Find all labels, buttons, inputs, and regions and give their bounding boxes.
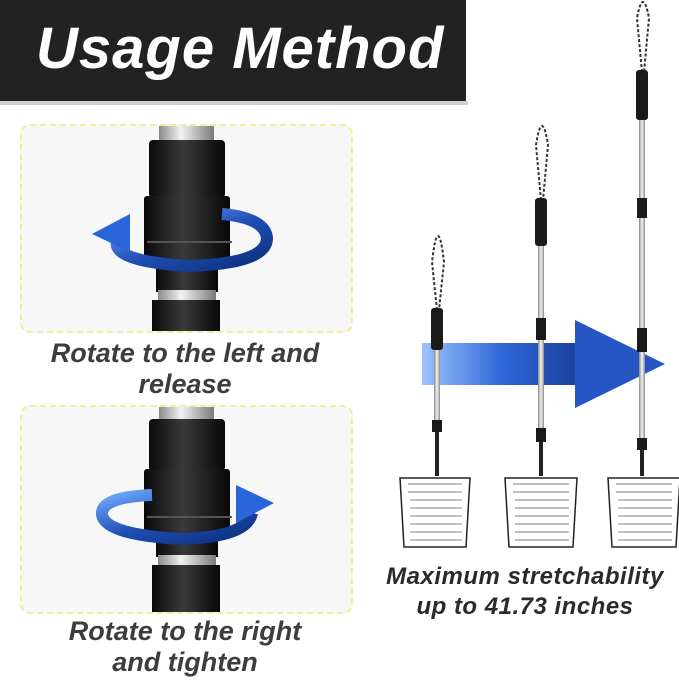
step-1-panel bbox=[20, 124, 353, 333]
rotate-right-arrow-icon bbox=[236, 485, 274, 523]
extend-arrow-icon bbox=[422, 320, 665, 408]
long-net-pole bbox=[607, 0, 679, 548]
page-title: Usage Method bbox=[36, 16, 445, 81]
step-2-panel bbox=[20, 405, 353, 614]
stretch-caption-line2: up to 41.73 inches bbox=[416, 593, 634, 620]
step-2-caption: Rotate to the right and tighten bbox=[20, 616, 350, 678]
rotate-left-arrow-icon bbox=[92, 214, 130, 252]
medium-net-pole bbox=[504, 124, 578, 548]
stretch-illustration bbox=[399, 0, 679, 548]
tighten-knob-illustration bbox=[96, 407, 274, 612]
step-1-caption-line2: release bbox=[138, 369, 232, 399]
loosen-knob-illustration bbox=[92, 126, 274, 331]
short-net-pole bbox=[399, 234, 471, 548]
stretch-caption: Maximum stretchability up to 41.73 inche… bbox=[370, 562, 679, 622]
header-banner: Usage Method bbox=[0, 0, 466, 101]
step-2-caption-line1: Rotate to the right bbox=[68, 616, 302, 646]
step-1-caption: Rotate to the left and release bbox=[20, 338, 350, 400]
step-2-caption-line2: and tighten bbox=[112, 647, 258, 677]
step-1-caption-line1: Rotate to the left and bbox=[50, 338, 320, 368]
header-shadow bbox=[0, 101, 468, 105]
stretch-caption-line1: Maximum stretchability bbox=[386, 563, 664, 590]
